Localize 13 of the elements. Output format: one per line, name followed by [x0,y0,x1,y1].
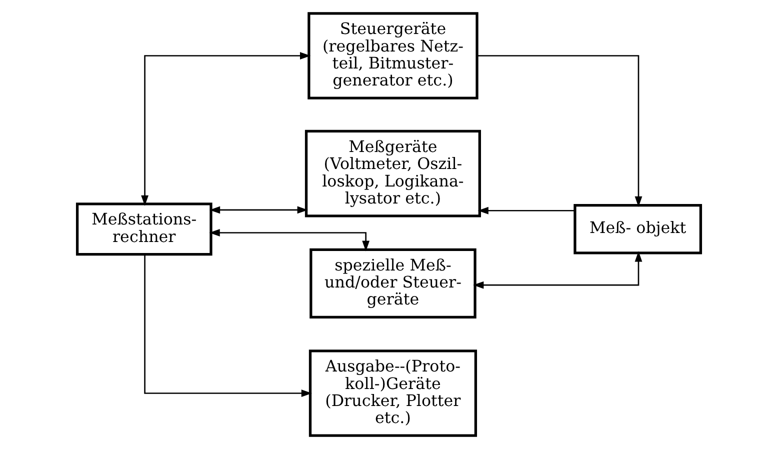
node-box: Steuergeräte (regelbares Netz- teil, Bitmuster- generator etc.) [308,12,478,100]
arrow [141,52,311,206]
arrow [209,206,308,214]
arrow [144,254,312,397]
node-box: Meßgeräte (Voltmeter, Oszil- loskop, Logikana- lysator etc.) [304,130,481,218]
node-box: spezielle Meß- und/oder Steuer- geräte [310,248,476,318]
arrow [473,251,642,289]
node-box: Meß- objekt [574,204,702,254]
arrow [209,229,370,252]
node-box: Ausgabe--(Proto- koll-)Geräte (Drucker, Plotter etc.) [308,350,478,437]
arrow [478,206,575,214]
node-box: Meßstations- rechner [76,202,212,256]
arrow [477,55,642,208]
